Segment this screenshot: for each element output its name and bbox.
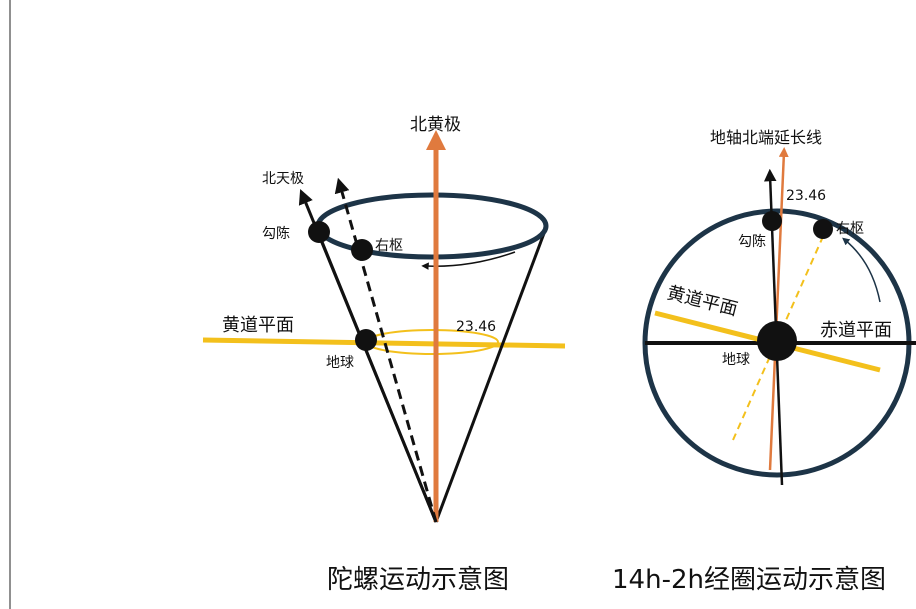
angle-label: 23.46	[456, 319, 496, 335]
ecliptic-plane-label-right: 黄道平面	[665, 282, 740, 320]
youshu-label: 右枢	[375, 238, 403, 254]
ecliptic-plane-line	[202, 337, 566, 349]
cone-right-side	[434, 227, 548, 523]
equatorial-plane-label: 赤道平面	[820, 320, 892, 341]
ecliptic-plane-label: 黄道平面	[222, 315, 294, 336]
angle-label-right: 23.46	[786, 188, 826, 204]
earth-label-right: 地球	[722, 352, 750, 368]
goucheng-star-dot	[308, 221, 330, 243]
goucheng-label-right: 勾陈	[738, 233, 766, 250]
youshu-star-dot-right	[813, 219, 833, 239]
axis-extension-label: 地轴北端延长线	[710, 128, 822, 147]
youshu-star-dot	[351, 239, 373, 261]
right-caption: 14h-2h经圈运动示意图	[612, 565, 886, 595]
right-hour-circle-diagram: 地轴北端延长线 23.46 勾陈 右枢 黄道平面 赤道平面 地球 14h-2h经…	[612, 128, 916, 595]
goucheng-label: 勾陈	[262, 225, 290, 242]
celestial-pole-label: 北天极	[262, 171, 304, 187]
orange-axis-right	[768, 147, 789, 471]
rotation-arc-arrow	[842, 237, 881, 303]
earth-label: 地球	[326, 355, 354, 371]
celestial-pole-axis	[298, 189, 438, 523]
earth-dot	[355, 329, 377, 351]
goucheng-star-dot-right	[762, 211, 782, 231]
ecliptic-pole-label: 北黄极	[410, 115, 461, 135]
left-caption: 陀螺运动示意图	[327, 565, 509, 595]
earth-dot-right	[757, 321, 797, 361]
youshu-label-right: 右枢	[836, 221, 864, 237]
left-gyroscope-diagram: 北黄极 北天极 勾陈 右枢 黄道平面 23.46 地球 陀螺运动示意图	[202, 115, 566, 595]
